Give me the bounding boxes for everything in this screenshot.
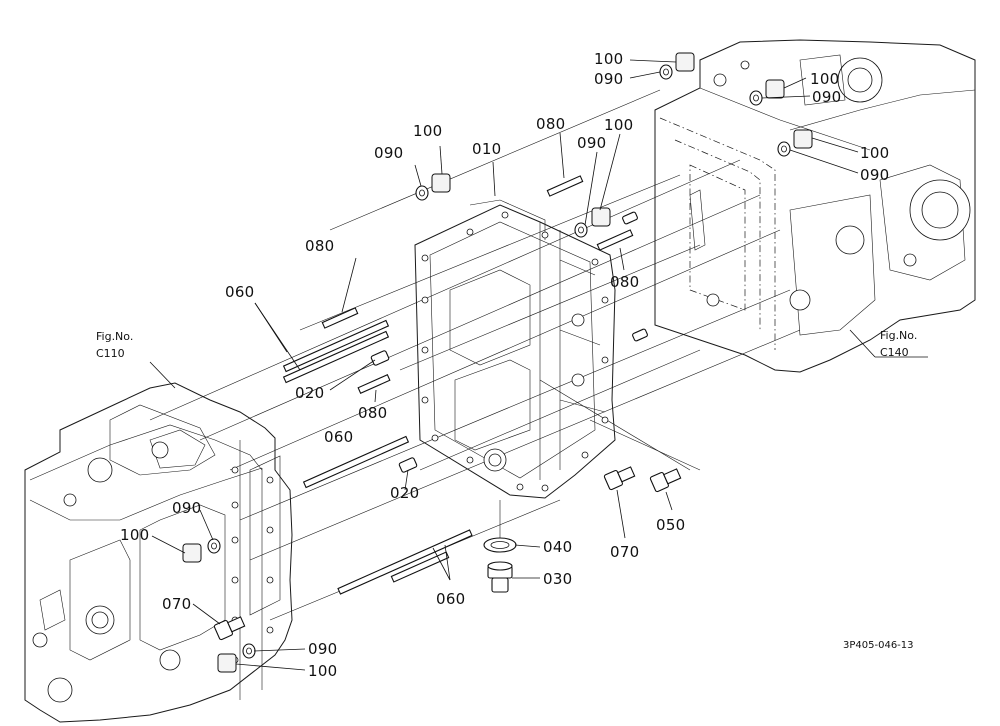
stud-bolts <box>282 175 648 595</box>
callout-090: 090 <box>594 70 624 88</box>
plugs-and-seal <box>213 466 682 641</box>
leader-lines <box>149 59 928 671</box>
callout-090: 090 <box>812 88 842 106</box>
callout-100: 100 <box>594 50 624 68</box>
fig-ref-right-number: C140 <box>880 346 909 359</box>
callout-040: 040 <box>543 538 573 556</box>
callout-100: 100 <box>860 144 890 162</box>
callout-100: 100 <box>308 662 338 680</box>
callout-090: 090 <box>860 166 890 184</box>
callout-060: 060 <box>436 590 466 608</box>
callout-090: 090 <box>308 640 338 658</box>
callout-050: 050 <box>656 516 686 534</box>
callout-070: 070 <box>162 595 192 613</box>
nuts-and-washers <box>182 52 813 673</box>
figure-references: Fig.No. C110 Fig.No. C140 <box>96 329 917 360</box>
callout-080: 080 <box>610 273 640 291</box>
callout-100: 100 <box>413 122 443 140</box>
center-housing-010 <box>414 199 616 499</box>
callout-100: 100 <box>810 70 840 88</box>
construction-lines <box>149 89 801 621</box>
fig-ref-left-number: C110 <box>96 347 125 360</box>
drawing-code: 3P405-046-13 <box>843 640 914 651</box>
fig-ref-left-label: Fig.No. <box>96 330 133 343</box>
callout-090: 090 <box>374 144 404 162</box>
callout-100: 100 <box>120 526 150 544</box>
callout-090: 090 <box>577 134 607 152</box>
fig-ref-right-label: Fig.No. <box>880 329 917 342</box>
callout-070: 070 <box>610 543 640 561</box>
callout-080: 080 <box>536 115 566 133</box>
callout-020: 020 <box>390 484 420 502</box>
callout-080: 080 <box>358 404 388 422</box>
callout-060: 060 <box>324 428 354 446</box>
transmission-case-right <box>654 39 976 373</box>
callout-090: 090 <box>172 499 202 517</box>
callout-080: 080 <box>305 237 335 255</box>
callout-010: 010 <box>472 140 502 158</box>
callout-030: 030 <box>543 570 573 588</box>
transmission-case-left <box>24 382 293 723</box>
callout-labels: 010 080 090 100 100 090 100 090 100 090 … <box>120 50 890 680</box>
callout-060: 060 <box>225 283 255 301</box>
callout-020: 020 <box>295 384 325 402</box>
callout-100: 100 <box>604 116 634 134</box>
